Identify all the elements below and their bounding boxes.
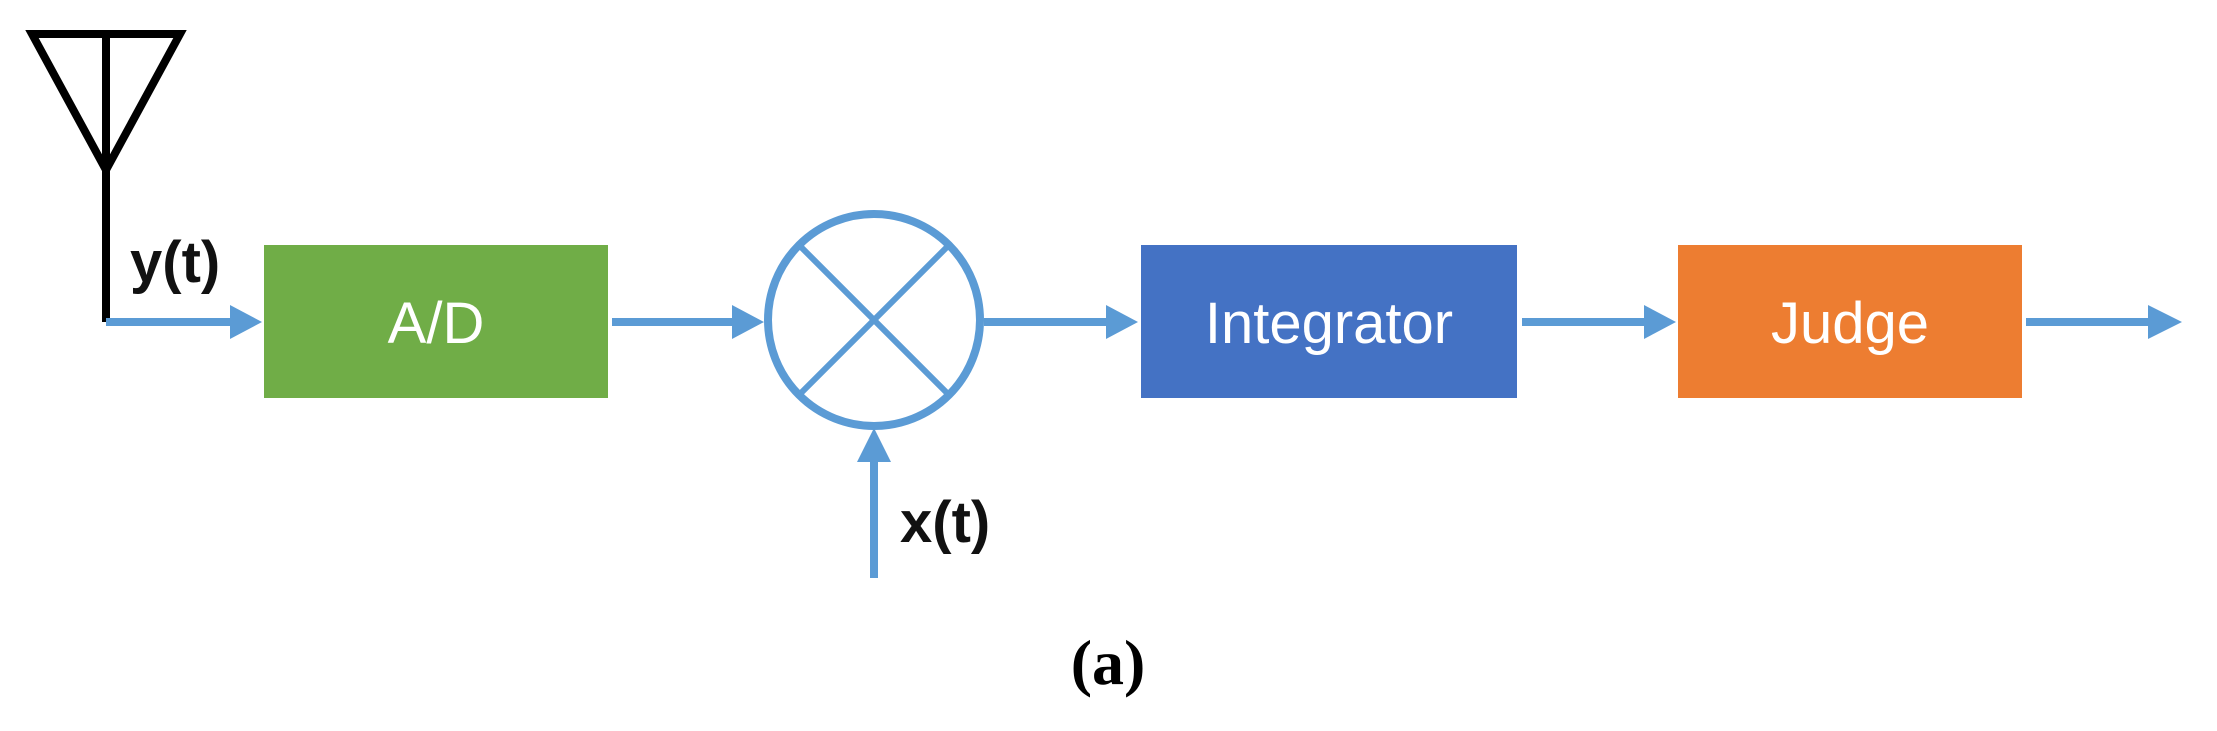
integrator-block: Integrator [1141, 245, 1517, 398]
arrow-ad-to-mixer [612, 305, 764, 339]
mixer-cross-line [796, 242, 952, 398]
figure-caption: (a) [1071, 627, 1146, 698]
arrow-head [857, 428, 891, 462]
judge-block: Judge [1678, 245, 2022, 398]
mixer-circle [764, 210, 984, 430]
arrow-reference-to-mixer [857, 428, 891, 578]
arrow-head [1106, 305, 1138, 339]
arrow-head [1644, 305, 1676, 339]
arrow-head [2148, 305, 2182, 339]
ad-converter-block: A/D [264, 245, 608, 398]
antenna-icon [25, 30, 187, 322]
judge-block-label: Judge [1771, 291, 1929, 356]
arrow-head [230, 305, 262, 339]
integrator-block-label: Integrator [1205, 291, 1453, 356]
input-signal-label: y(t) [130, 230, 220, 295]
arrow-antenna-to-ad [106, 305, 262, 339]
arrow-mixer-to-integrator [984, 305, 1138, 339]
arrow-integrator-to-judge [1522, 305, 1676, 339]
arrow-judge-to-output [2026, 305, 2182, 339]
ad-block-label: A/D [388, 291, 485, 356]
integrator-block-rect [1141, 245, 1517, 398]
mixer-multiplier-icon [764, 210, 984, 430]
ad-block-rect [264, 245, 608, 398]
judge-block-rect [1678, 245, 2022, 398]
arrow-head [732, 305, 764, 339]
reference-signal-label: x(t) [900, 490, 990, 555]
